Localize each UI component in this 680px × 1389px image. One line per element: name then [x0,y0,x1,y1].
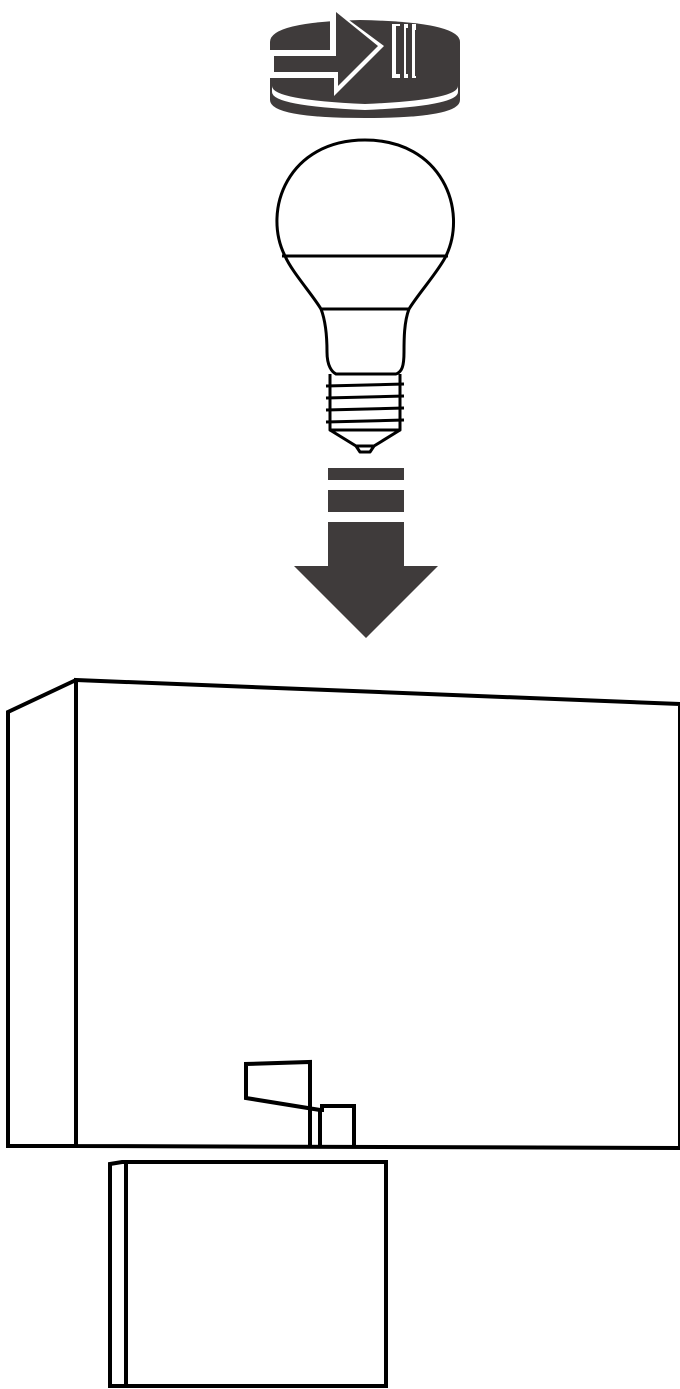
wall-lamp-icon [6,677,680,1388]
rotate-clockwise-icon [270,6,460,118]
insert-down-arrow-icon [294,468,438,638]
light-bulb-icon [275,138,455,454]
